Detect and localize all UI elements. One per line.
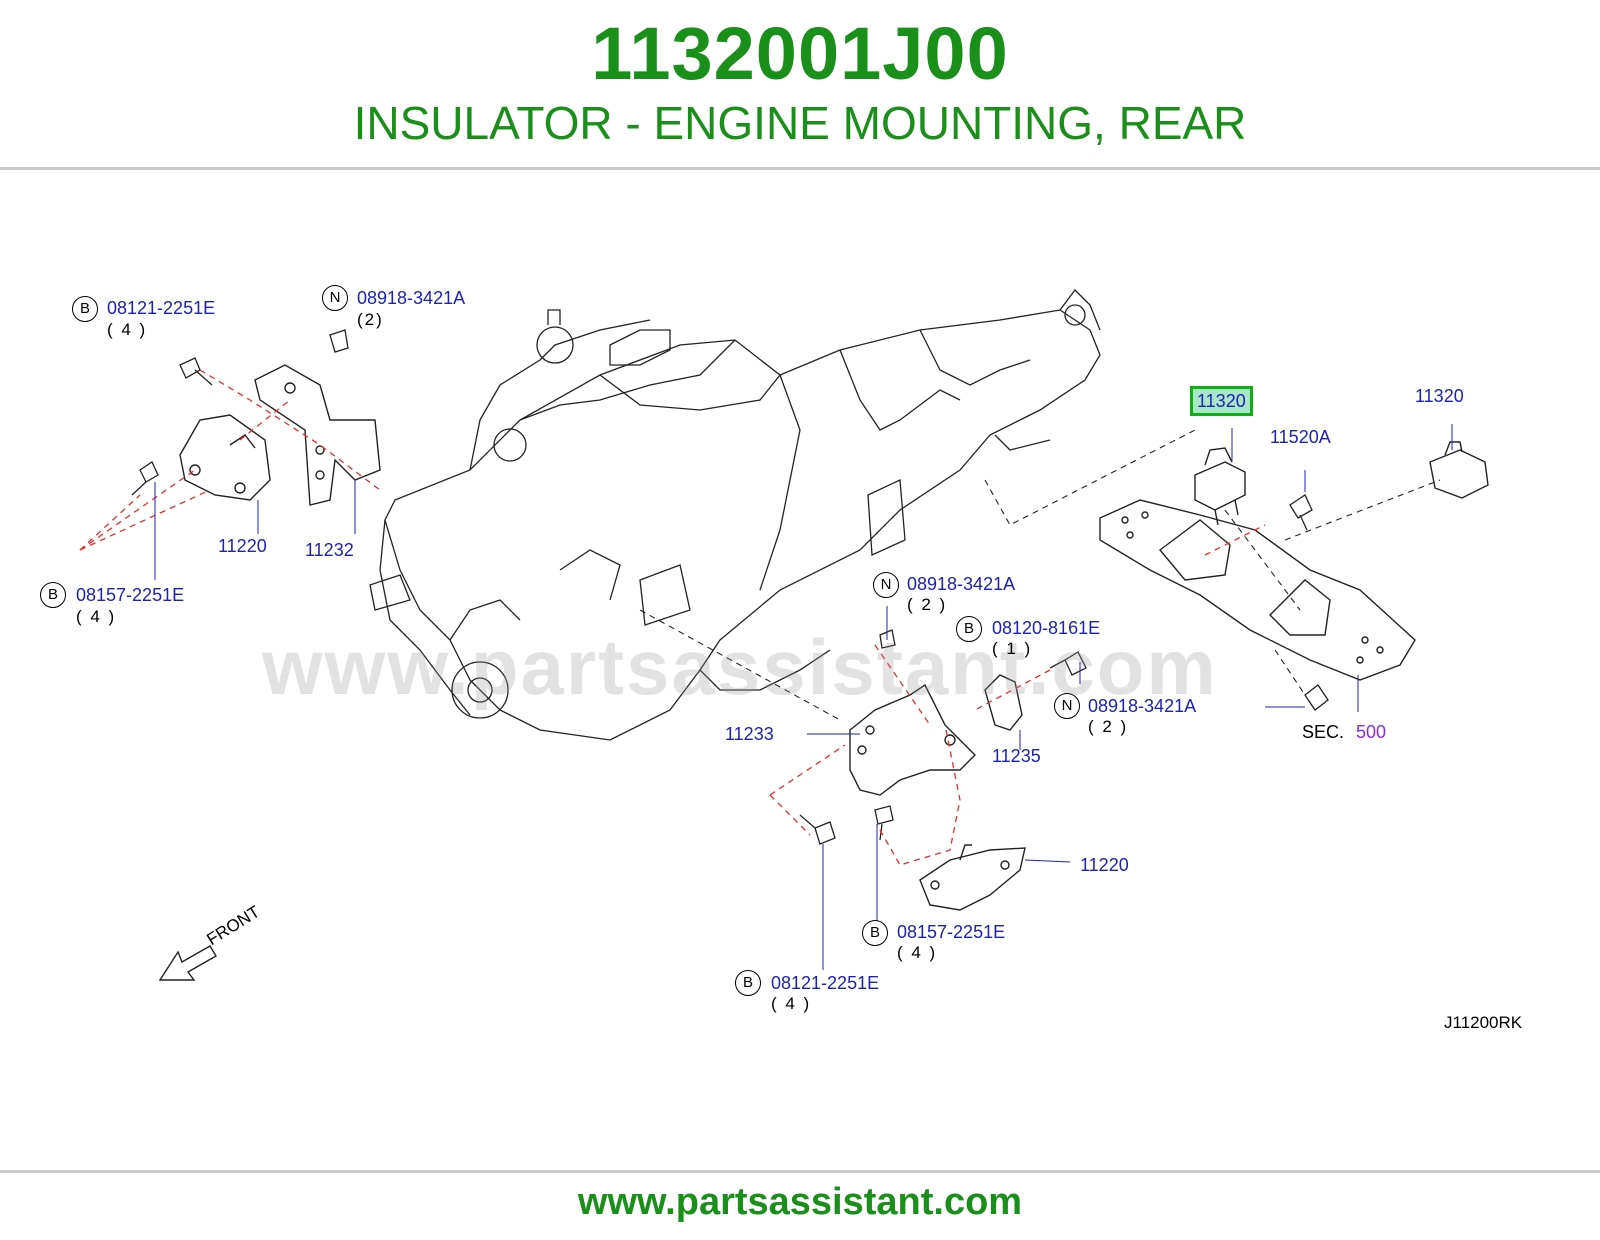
red-guide-lines [79,369,1266,866]
front-arrow-icon [158,945,217,981]
quantity-label: ( 1 ) [992,639,1033,658]
bolts-drawing [131,329,1329,845]
part-number-title: 1132001J00 [591,12,1009,95]
part-link-08918-3421a[interactable]: 08918-3421A [357,288,466,308]
bolt-badge-b: B [40,582,66,608]
nut-badge-n: N [1054,693,1080,719]
nut-badge-n: N [322,285,348,311]
part-link-11320[interactable]: 11320 [1415,386,1464,406]
part-link-08120-8161e[interactable]: 08120-8161E [992,618,1101,638]
leader-lines [154,424,1453,970]
footer-url[interactable]: www.partsassistant.com [577,1181,1023,1223]
part-link-11235[interactable]: 11235 [992,746,1041,766]
bolt-badge-b: B [735,970,761,996]
quantity-label: (2) [357,310,384,329]
part-link-08918-3421a[interactable]: 08918-3421A [1088,696,1197,716]
part-link-08121-2251e[interactable]: 08121-2251E [771,973,880,993]
part-link-11520a[interactable]: 11520A [1270,427,1331,447]
part-link-08918-3421a[interactable]: 08918-3421A [907,574,1016,594]
part-name-subtitle: INSULATOR - ENGINE MOUNTING, REAR [353,97,1247,149]
quantity-label: ( 4 ) [76,607,117,626]
small-bracket-drawing [984,674,1023,731]
page-header: 1132001J00 INSULATOR - ENGINE MOUNTING, … [0,0,1600,168]
engine-block-drawing [369,289,1101,741]
bolt-badge-b: B [956,616,982,642]
part-link-08157-2251e[interactable]: 08157-2251E [897,922,1006,942]
section-prefix: SEC. [1302,722,1345,742]
part-link-11220[interactable]: 11220 [218,536,267,556]
left-bracket-drawing [254,364,381,506]
section-number[interactable]: 500 [1356,722,1387,742]
bolt-badge-b: B [862,920,888,946]
section-reference[interactable]: SEC. 500 [1302,722,1386,743]
part-link-08157-2251e[interactable]: 08157-2251E [76,585,185,605]
quantity-label: ( 4 ) [107,320,148,339]
footer-divider [0,1170,1600,1173]
header-divider [0,167,1600,170]
engine-mount-illustration [79,289,1489,981]
crossmember-drawing [1099,499,1416,681]
lower-insulator-drawing [919,844,1026,911]
nut-badge-n: N [873,572,899,598]
part-link-08121-2251e[interactable]: 08121-2251E [107,298,216,318]
part-link-11232[interactable]: 11232 [305,540,354,560]
bolt-badge-b: B [72,296,98,322]
left-insulator-drawing [179,414,271,501]
quantity-label: ( 4 ) [771,994,812,1013]
diagram-code: J11200RK [1444,1013,1523,1032]
part-link-11220[interactable]: 11220 [1080,855,1129,875]
part-link-11320-highlighted[interactable]: 11320 [1190,386,1253,416]
quantity-label: ( 2 ) [1088,717,1129,736]
lower-bracket-drawing [849,683,976,796]
quantity-label: ( 4 ) [897,943,938,962]
part-link-11233[interactable]: 11233 [725,724,774,744]
black-guide-lines [639,429,1441,721]
rear-insulator-drawing [1194,447,1246,526]
parts-diagram: www.partsassistant.com B 08121-2251E ( 4… [0,170,1600,1168]
right-insulator-drawing [1429,441,1489,499]
quantity-label: ( 2 ) [907,595,948,614]
